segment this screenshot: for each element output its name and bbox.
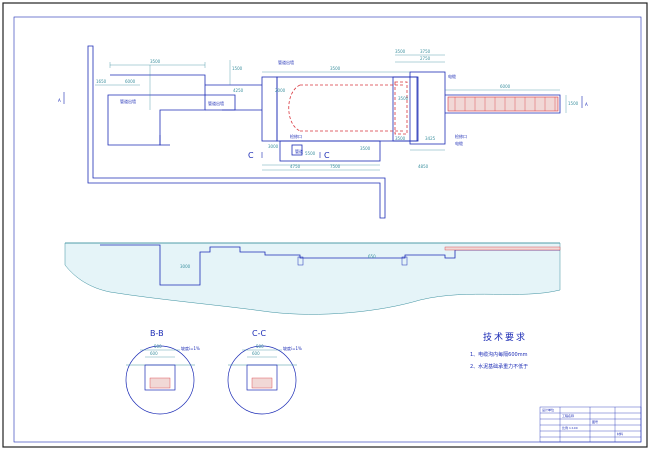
section-b-pipe [149,377,171,389]
title-block-rows [540,412,641,438]
dim-line-1 [109,62,206,68]
trench-profile [100,244,560,286]
dim-text-23: 3500 [398,96,409,101]
title-block-frame [539,406,642,443]
dim-text-10: 6000 [500,84,511,89]
section-marks [63,92,583,158]
plan-lower-box [279,140,381,162]
dim-text-22: 650 [368,254,376,259]
cable-tray-body [447,96,559,112]
section-c-right-label: C [324,151,330,160]
label-2: 管道出墙 [208,100,224,106]
dim-text-12: 3500 [330,66,341,71]
dim-text-4: 4250 [233,88,244,93]
section-c-left-label: C [248,151,254,160]
plan-wall-outline [87,45,386,219]
section-a-left-label: A [58,98,61,103]
label-3: 管道出墙 [278,59,294,65]
dim-text-11: 3750 [420,49,431,54]
elevation-view [64,242,561,315]
slope-c-label: 坡度i=1% [283,345,302,351]
plan-left-room [107,74,222,146]
plan-right-room [409,71,446,145]
dim-text-24: 500 [154,344,162,349]
dim-text-27: 600 [252,351,260,356]
dim-text-20: 3425 [425,136,436,141]
section-c-circle [227,345,297,415]
label-6: 管道 [295,148,303,154]
dim-text-2: 6000 [125,79,136,84]
elevation-pipe-a [297,256,304,266]
section-c-ticks [261,152,321,158]
dim-text-13: 2750 [420,56,431,61]
label-5: 检修口 [455,133,467,139]
section-b-detail [125,345,195,415]
title-block [539,406,642,443]
dim-text-9: 4850 [418,164,429,169]
section-c-detail [227,345,297,415]
plan-left-duct [205,94,236,111]
dim-text-15: 1500 [568,101,579,106]
plan-extension [445,94,561,114]
section-b-circle [125,345,195,415]
section-a-right-label: A [585,102,588,107]
dim-text-8: 3500 [395,49,406,54]
section-b-trench [144,364,176,391]
plan-chamber-right [392,76,419,142]
dim-text-19: 4750 [290,164,301,169]
inner-frame [13,16,642,443]
notes-item-2: 2、水泥基础承重力不低于 [470,363,528,370]
section-c-trench [246,364,278,391]
plan-pit [291,144,303,156]
dim-text-17: 5500 [305,151,316,156]
title-block-cols [559,407,616,442]
elevation-pipe-b [401,256,408,266]
ground-fill [64,242,561,315]
dim-text-16: 3500 [395,136,406,141]
dim-text-3: 1650 [96,79,107,84]
title-block-r5: 材料 [617,431,623,436]
cable-tray [447,96,559,112]
plan-duct [222,84,262,111]
elevation-tray [444,246,561,251]
dim-text-7: 2000 [275,88,286,93]
title-block-r2: 工程名称 [562,413,574,418]
dim-text-25: 600 [150,351,158,356]
dim-text-5: 1500 [232,66,243,71]
label-4: 检修口 [290,133,302,139]
label-7: 电缆 [448,73,456,79]
label-1: 管道出墙 [120,98,136,104]
dim-line-7 [395,54,445,63]
plan-pipeline [288,81,408,135]
dim-text-21: 3000 [180,264,191,269]
section-c-title: C-C [252,329,266,338]
plan-view [87,45,561,219]
dim-text-18: 3000 [268,144,279,149]
plan-chamber-left [261,76,278,142]
dim-text-14: 3500 [360,146,371,151]
section-a-ticks [63,92,583,108]
section-c-dims [242,349,282,358]
title-block-r4: 比例 1:100 [562,425,578,430]
title-block-r1: 设计单位 [542,407,554,412]
pipe-bend [288,84,301,132]
pipe-run [300,84,405,132]
dimension-lines [95,54,567,171]
label-8: 电缆 [455,140,463,146]
dim-text-1: 3500 [150,59,161,64]
pipe-flange [394,81,408,135]
section-b-dims [140,349,180,358]
dim-text-6: 7500 [330,164,341,169]
cable-tray-ribs [454,97,556,111]
section-c-pipe [251,377,273,389]
section-b-title: B-B [150,329,164,338]
dim-text-26: 500 [256,344,264,349]
notes-title: 技术要求 [483,331,527,343]
plan-corner [159,135,170,146]
notes-item-1: 1、电缆沟内每隔600mm [470,351,528,358]
slope-b-label: 坡度i=1% [181,345,200,351]
title-block-r3: 图号 [592,419,598,424]
